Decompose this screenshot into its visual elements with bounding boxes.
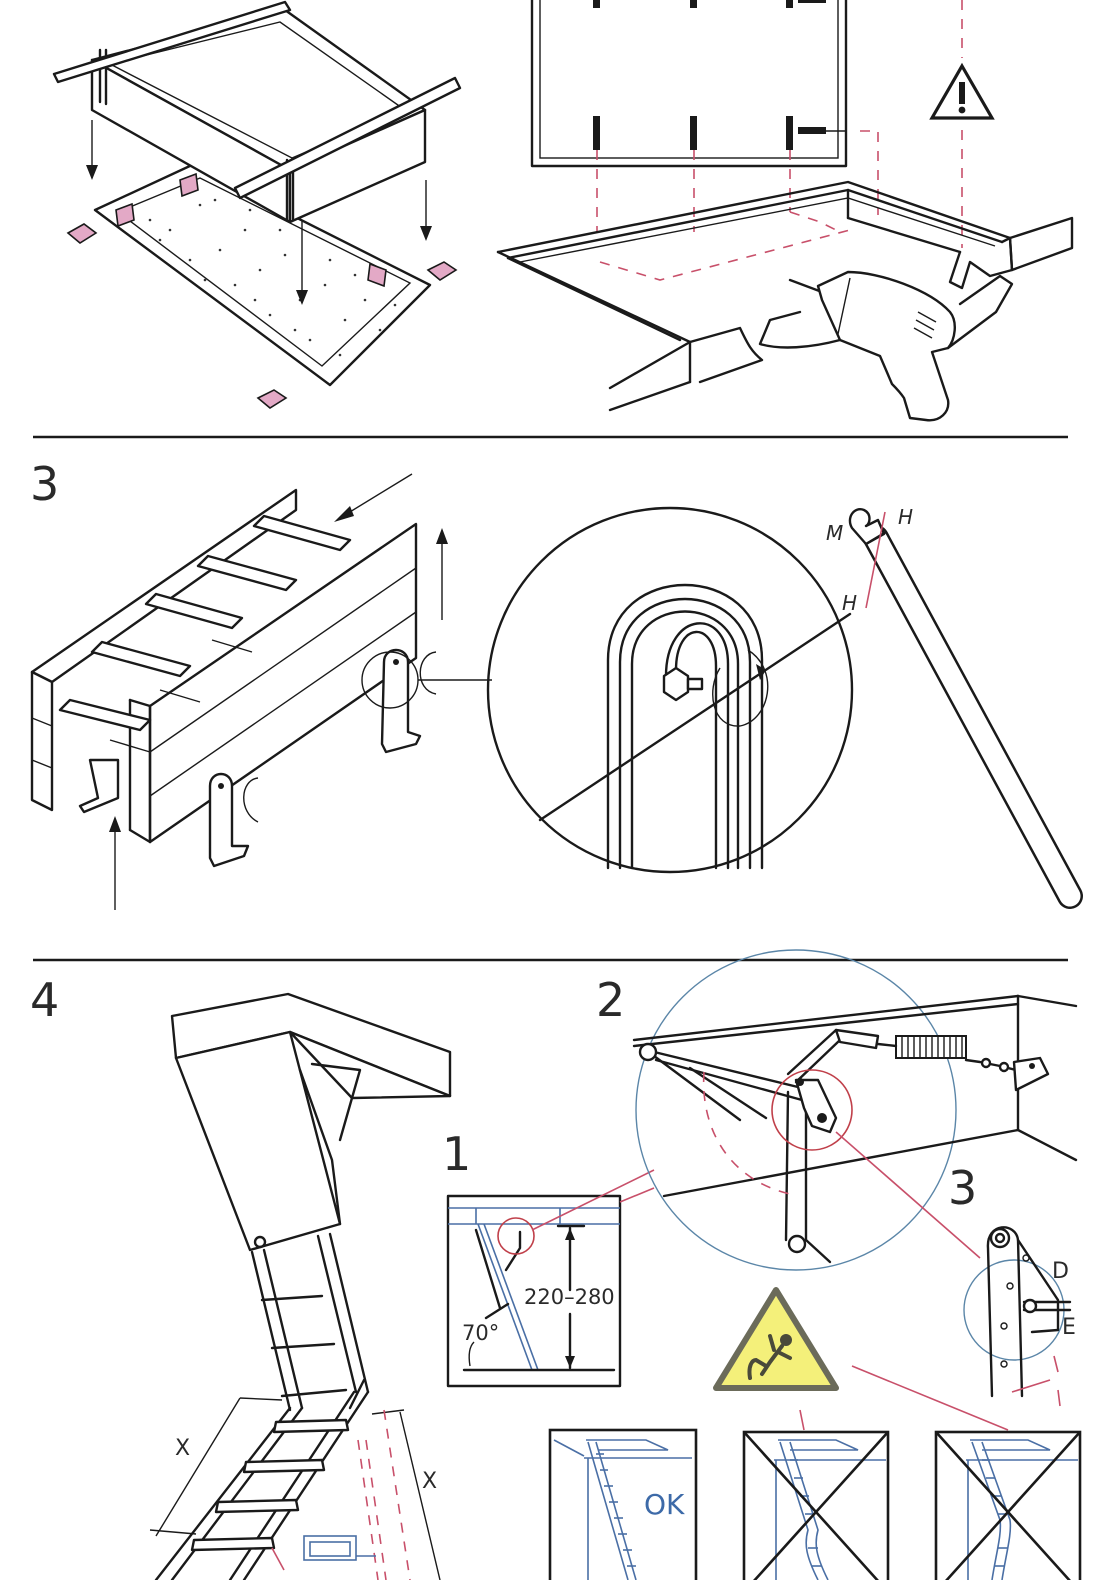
operating-pole: M H H	[826, 505, 1083, 909]
spacer-wedges	[66, 172, 458, 409]
hatch-box	[52, 0, 462, 224]
angle-label: 70°	[462, 1321, 499, 1345]
drill-icon	[758, 270, 1014, 422]
check-box-correct: OK	[548, 1428, 698, 1580]
saw-icon	[303, 1535, 376, 1561]
movement-arrows	[109, 473, 448, 910]
panel-frame-fixing	[496, 0, 1074, 422]
pole-label-h-top: H	[898, 505, 913, 529]
length-label-x: X	[422, 1469, 437, 1494]
ladder-steps	[58, 514, 352, 753]
installed-ladder: X X	[149, 992, 452, 1580]
pole-label-m: M	[826, 521, 843, 545]
folded-ladder	[30, 473, 492, 910]
arrows-down	[86, 120, 432, 305]
ceiling-opening	[93, 163, 432, 387]
step-number: 4	[30, 973, 59, 1027]
detail-number: 1	[442, 1127, 471, 1181]
pole-label-h-bottom: H	[842, 591, 857, 615]
panel-frame-placement	[52, 0, 462, 409]
detail-number: 3	[948, 1161, 977, 1215]
bracket-detail-magnifier	[486, 506, 854, 874]
ok-label: OK	[644, 1488, 685, 1521]
detail-number: 2	[596, 973, 625, 1027]
step-number: 3	[30, 457, 59, 511]
height-range-label: 220–280	[524, 1285, 615, 1309]
check-box-incorrect	[742, 1430, 890, 1580]
opening-frame	[496, 180, 1074, 412]
alignment-guides	[596, 0, 963, 281]
warning-exclamation-icon	[929, 62, 995, 120]
fall-hazard-icon	[713, 1287, 1009, 1431]
point-label-e: E	[1062, 1315, 1076, 1340]
length-label-x: X	[175, 1436, 190, 1461]
detail-2-hinge-mechanism: 2	[596, 949, 1078, 1271]
frame-outline	[530, 0, 848, 168]
panel-step-3: 3	[30, 457, 1083, 910]
check-box-incorrect	[934, 1430, 1082, 1580]
detail-3-lock-pin: 3 D E	[948, 1161, 1076, 1407]
mounting-brackets	[78, 648, 437, 868]
panel-step-4: 4	[30, 949, 1082, 1580]
detail-1-angle-diagram: 1 220–280 70°	[442, 1127, 655, 1388]
point-label-d: D	[1052, 1259, 1069, 1284]
